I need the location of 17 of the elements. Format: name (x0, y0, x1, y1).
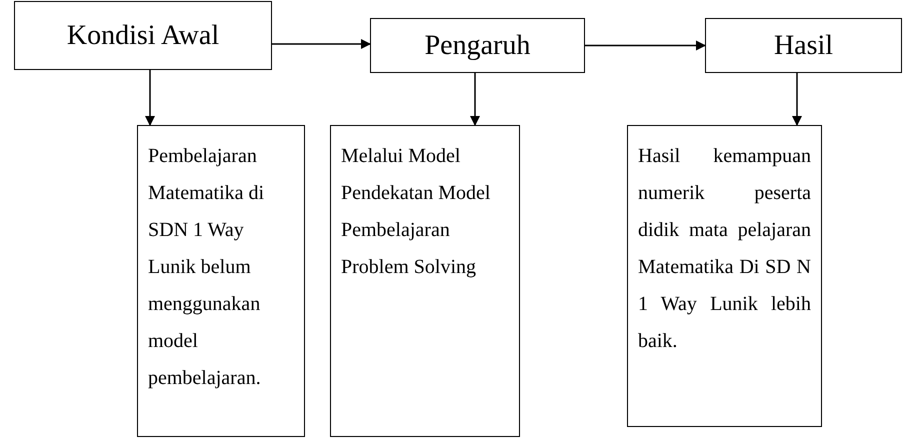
description-box (330, 125, 520, 437)
description-box (627, 125, 822, 427)
stage-box (14, 1, 272, 70)
stage-box (705, 18, 902, 73)
description-text: Pembelajaran Matematika di SDN 1 Way Lunik belum menggunakan model pembelajaran. (148, 144, 266, 391)
stage-box (370, 18, 585, 73)
description-text: Hasil kemampuan numerik peserta didik mata pelajaran Matematika Di SD N 1 Way Lunik lebih baik. (638, 144, 811, 354)
arrow (585, 40, 706, 50)
description-text: Melalui Model Pendekatan Model Pembelajaran Problem Solving (341, 144, 492, 280)
arrow (272, 39, 371, 49)
arrow (470, 73, 480, 126)
description-box (137, 125, 305, 437)
arrow (145, 70, 155, 126)
stage-title: Pengaruh (424, 32, 530, 60)
arrow (792, 73, 802, 126)
stage-title: Hasil (774, 32, 834, 60)
stage-title: Kondisi Awal (66, 22, 220, 50)
